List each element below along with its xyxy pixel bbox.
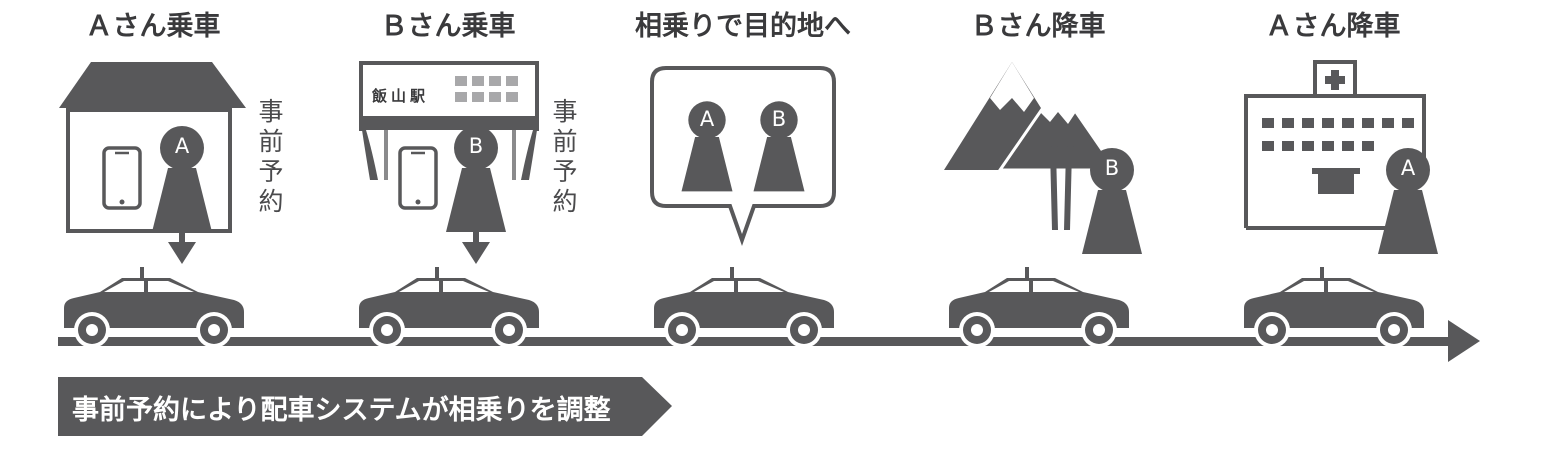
hospital-icon (1244, 60, 1426, 230)
taxi-icon (949, 267, 1129, 348)
advance-booking-note-a: 事前予約 (258, 97, 284, 216)
station-name-sign: 飯山駅 (372, 87, 430, 105)
passenger-b-label: B (771, 107, 787, 131)
banner-text: 事前予約により配車システムが相乗りを調整 (72, 395, 611, 426)
station-icon (359, 61, 539, 180)
stage-title-a-dropoff: Ａさん降車 (1265, 11, 1401, 42)
mountain-icon (944, 62, 1119, 230)
taxi-icon (359, 267, 539, 348)
stage-title-b-pickup: Ｂさん乗車 (380, 11, 516, 42)
taxi-icon (64, 267, 244, 348)
arrow-down-icon (168, 208, 196, 264)
passenger-b-label: B (1104, 156, 1120, 180)
timeline-arrow-icon (58, 320, 1480, 362)
passenger-a-label: A (174, 134, 190, 158)
stage-title-a-pickup: Ａさん乗車 (85, 11, 221, 42)
smartphone-icon (102, 146, 142, 210)
speech-bubble-icon (650, 66, 836, 247)
arrow-down-icon (462, 208, 490, 264)
taxi-icon (654, 267, 834, 348)
house-icon (59, 62, 246, 233)
banner-shape (58, 377, 672, 436)
stage-title-shared-ride: 相乗りで目的地へ (635, 11, 851, 42)
advance-booking-note-b: 事前予約 (552, 97, 578, 216)
passenger-b-label: B (468, 134, 484, 158)
stage-title-b-dropoff: Ｂさん降車 (970, 11, 1106, 42)
passenger-a-label: A (699, 107, 715, 131)
smartphone-icon (398, 146, 438, 210)
taxi-icon (1244, 267, 1424, 348)
passenger-a-label: A (1400, 156, 1416, 180)
